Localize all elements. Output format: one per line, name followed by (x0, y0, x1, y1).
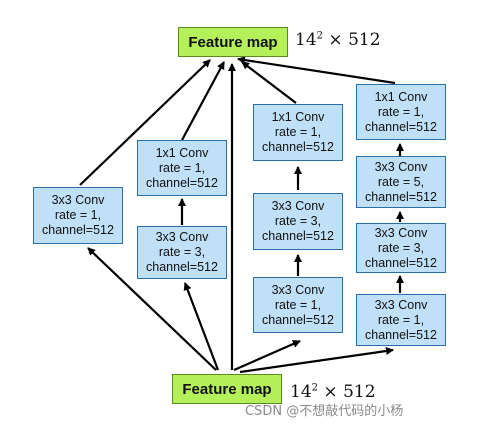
branch4-conv-1x1: 1x1 Conv rate = 1, channel=512 (356, 84, 446, 140)
branch1-conv-3x3-rate1: 3x3 Conv rate = 1, channel=512 (33, 187, 123, 244)
branch3-conv-3x3-rate1: 3x3 Conv rate = 1, channel=512 (253, 277, 343, 333)
feature-map-output-dimension: 142 × 512 (295, 30, 381, 50)
feature-map-output: Feature map (178, 27, 288, 57)
branch4-conv-3x3-rate5: 3x3 Conv rate = 5, channel=512 (356, 156, 446, 208)
feature-map-input-label: Feature map (182, 380, 272, 398)
branch2-conv-1x1: 1x1 Conv rate = 1, channel=512 (137, 140, 227, 196)
arrow-input-to-branch3 (233, 339, 301, 372)
watermark: CSDN @不想敲代码的小杨 (245, 404, 404, 419)
branch2-conv-3x3-rate3: 3x3 Conv rate = 3, channel=512 (137, 226, 227, 279)
feature-map-input: Feature map (172, 374, 282, 404)
branch4-conv-3x3-rate1: 3x3 Conv rate = 1, channel=512 (356, 294, 446, 346)
branch4-conv-3x3-rate3: 3x3 Conv rate = 3, channel=512 (356, 223, 446, 273)
branch3-conv-1x1: 1x1 Conv rate = 1, channel=512 (253, 104, 343, 161)
arrow-branch4-to-output (237, 56, 396, 85)
arrow-input-to-branch1 (87, 247, 217, 371)
arrow-branch1-to-output (79, 59, 211, 186)
arrow-input-to-branch4 (239, 347, 394, 374)
branch3-conv-3x3-rate3: 3x3 Conv rate = 3, channel=512 (253, 193, 343, 250)
feature-map-input-dimension: 142 × 512 (290, 382, 376, 402)
arrow-input-to-branch2 (183, 282, 220, 371)
feature-map-output-label: Feature map (188, 33, 278, 51)
arrow-branch2-to-output (181, 61, 225, 141)
arrow-branch3-to-output (241, 61, 297, 104)
